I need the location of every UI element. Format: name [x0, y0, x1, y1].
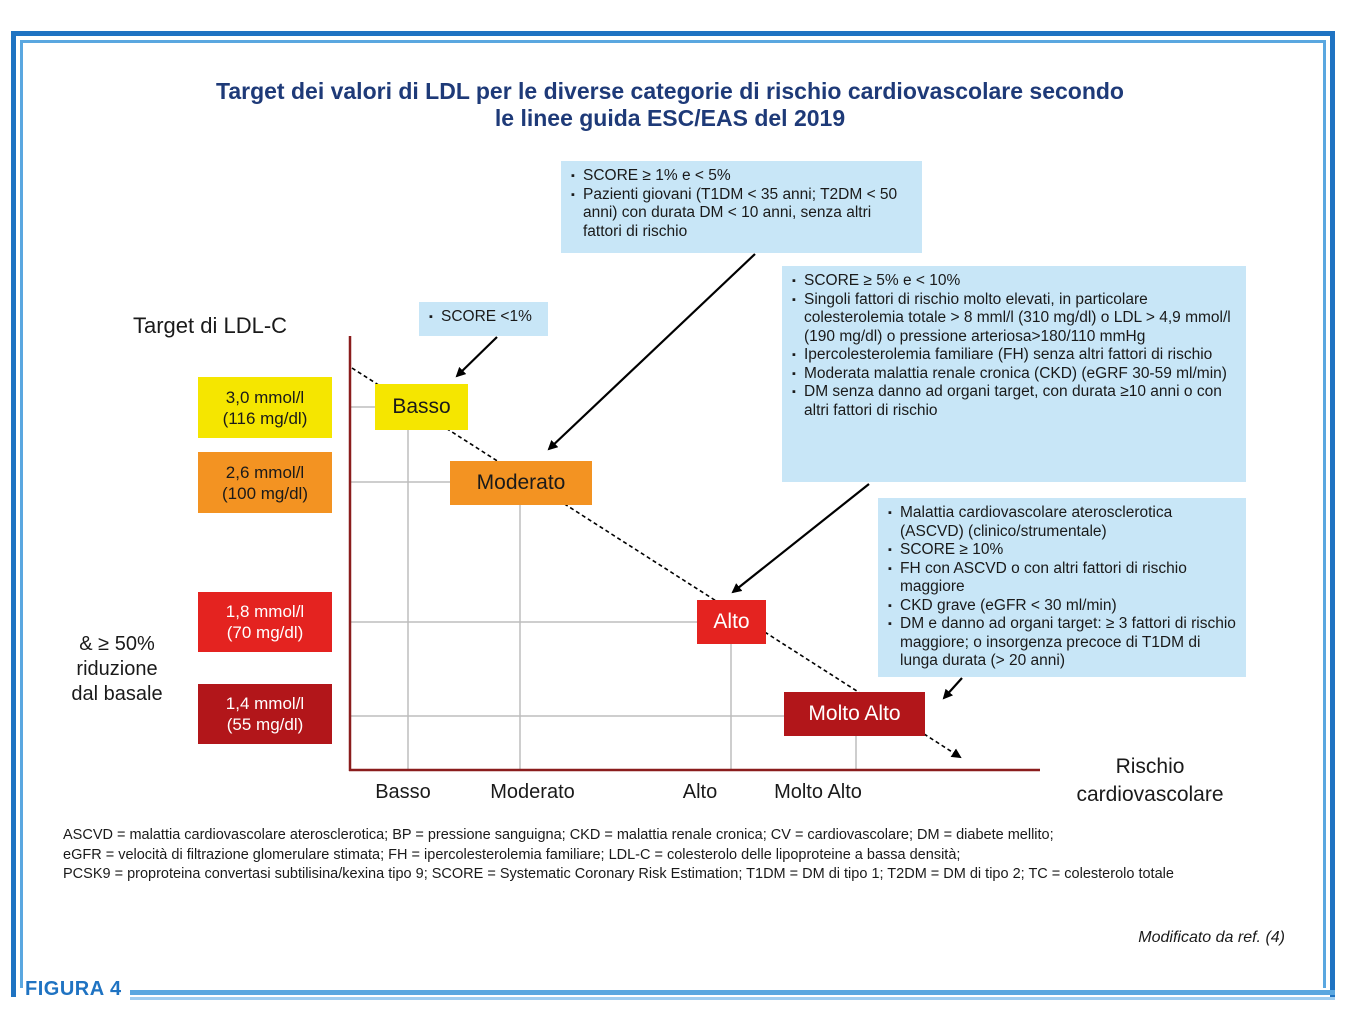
callout-item: Ipercolesterolemia familiare (FH) senza …: [792, 346, 1236, 365]
risk-trend-line: [351, 367, 962, 759]
target-box-3-0: 3,0 mmol/l (116 mg/dl): [198, 377, 332, 438]
target-mmol: 1,8 mmol/l: [225, 602, 305, 621]
arrow-alto: [731, 483, 870, 594]
callout-item: CKD grave (eGFR < 30 ml/min): [888, 597, 1236, 616]
y-axis-label: Target di LDL-C: [133, 313, 288, 338]
target-mgdl: (70 mg/dl): [226, 623, 304, 642]
target-box-1-4: 1,4 mmol/l (55 mg/dl): [198, 684, 332, 744]
target-mmol: 1,4 mmol/l: [225, 694, 305, 713]
x-tick-moderato: Moderato: [490, 781, 575, 803]
frame-outer: [11, 31, 1335, 997]
callout-alto: SCORE ≥ 5% e < 10% Singoli fattori di ri…: [782, 266, 1246, 482]
arrow-moderato: [547, 253, 756, 451]
target-box-2-6: 2,6 mmol/l (100 mg/dl): [198, 452, 332, 513]
abbreviations-footnote: ASCVD = malattia cardiovascolare aterosc…: [63, 826, 1263, 885]
x-tick-molto-alto: Molto Alto: [774, 781, 862, 803]
callout-item: SCORE ≥ 5% e < 10%: [792, 272, 1236, 291]
title-line-2: le linee guida ESC/EAS del 2019: [494, 105, 846, 131]
callout-item: DM senza danno ad organi target, con dur…: [792, 383, 1236, 420]
risk-node-basso: Basso: [375, 384, 468, 430]
callout-item: SCORE <1%: [429, 308, 538, 327]
x-axis-label: Rischio cardiovascolare: [1020, 753, 1280, 809]
frame-inner: [20, 40, 1326, 988]
target-mgdl: (116 mg/dl): [222, 408, 308, 428]
x-axis-label-line-1: Rischio: [1115, 755, 1185, 778]
reduction-note-line-2: riduzione: [76, 658, 158, 680]
source-credit: Modificato da ref. (4): [1138, 929, 1285, 946]
callout-item: Singoli fattori di rischio molto elevati…: [792, 291, 1236, 347]
bottom-bar-light: [130, 997, 1335, 1000]
frame-left-inner: [20, 40, 23, 988]
risk-node-molto-alto: Molto Alto: [784, 692, 925, 736]
target-mmol: 3,0 mmol/l: [225, 387, 305, 407]
risk-node-alto: Alto: [697, 600, 766, 644]
frame-left-outer: [11, 31, 16, 997]
bottom-bar: [130, 990, 1335, 995]
callout-item: SCORE ≥ 1% e < 5%: [571, 167, 912, 186]
footnote-line-2: eGFR = velocità di filtrazione glomerula…: [63, 846, 961, 863]
footnote-line-3: PCSK9 = proproteina convertasi subtilisi…: [63, 866, 1174, 882]
risk-node-moderato: Moderato: [450, 461, 592, 505]
x-axis-label-line-2: cardiovascolare: [1076, 783, 1224, 806]
callout-moderato: SCORE ≥ 1% e < 5% Pazienti giovani (T1DM…: [561, 161, 922, 253]
guide-lines: [350, 406, 857, 770]
reduction-note-line-3: dal basale: [71, 683, 163, 705]
callout-basso: SCORE <1%: [419, 302, 548, 336]
arrow-basso: [455, 336, 498, 378]
reduction-note: & ≥ 50% riduzione dal basale: [58, 632, 176, 707]
callout-molto-alto: Malattia cardiovascolare aterosclerotica…: [878, 498, 1246, 677]
figure-label: FIGURA 4: [25, 978, 122, 1000]
target-mgdl: (100 mg/dl): [222, 483, 308, 503]
callout-item: FH con ASCVD o con altri fattori di risc…: [888, 560, 1236, 597]
arrow-molto-alto: [942, 677, 963, 700]
callout-item: DM e danno ad organi target: ≥ 3 fattori…: [888, 615, 1236, 671]
callout-item: Moderata malattia renale cronica (CKD) (…: [792, 365, 1236, 384]
callout-item: Malattia cardiovascolare aterosclerotica…: [888, 504, 1236, 541]
callout-item: Pazienti giovani (T1DM < 35 anni; T2DM <…: [571, 186, 912, 242]
x-tick-alto: Alto: [682, 781, 718, 803]
x-tick-basso: Basso: [375, 781, 431, 803]
title-line-1: Target dei valori di LDL per le diverse …: [216, 78, 1124, 104]
figure-title: Target dei valori di LDL per le diverse …: [120, 78, 1220, 132]
footnote-line-1: ASCVD = malattia cardiovascolare aterosc…: [63, 827, 1054, 843]
target-box-1-8: 1,8 mmol/l (70 mg/dl): [198, 592, 332, 652]
reduction-note-line-1: & ≥ 50%: [79, 633, 155, 655]
target-mmol: 2,6 mmol/l: [225, 462, 305, 482]
callout-item: SCORE ≥ 10%: [888, 541, 1236, 560]
target-mgdl: (55 mg/dl): [226, 715, 304, 734]
